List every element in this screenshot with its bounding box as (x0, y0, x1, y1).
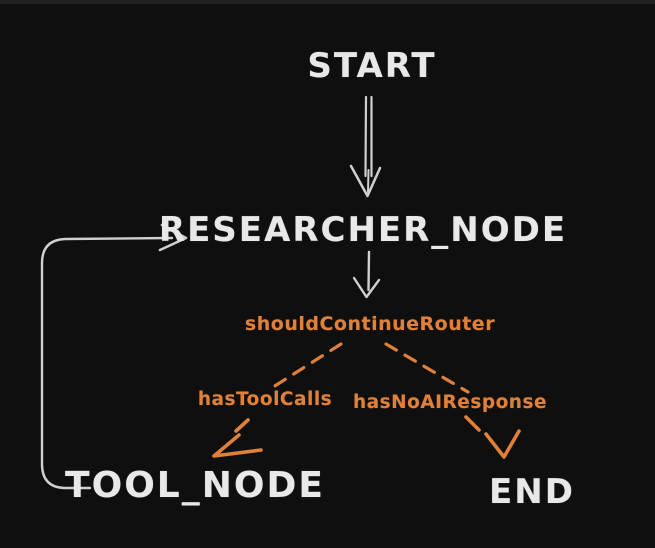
edge-router-to-end-dashed (384, 342, 470, 394)
node-researcher: RESEARCHER_NODE (158, 210, 568, 250)
edge-label-has-tool-calls: hasToolCalls (197, 389, 333, 410)
node-tool: TOOL_NODE (65, 465, 325, 506)
node-start: START (307, 46, 437, 86)
arrowhead-to-tool (212, 418, 263, 458)
node-end: END (489, 472, 575, 512)
edge-researcher-to-router-arrow (352, 250, 381, 299)
edge-label-has-no-ai-response: hasNoAIResponse (352, 392, 548, 413)
edge-router-to-tool-dashed (268, 342, 343, 391)
arrowhead-to-end (464, 415, 521, 459)
edge-tool-to-researcher-loop-arrow (40, 223, 188, 490)
edge-start-to-researcher-arrow (349, 95, 382, 198)
node-router: shouldContinueRouter (244, 313, 496, 335)
window-top-edge (0, 0, 655, 4)
